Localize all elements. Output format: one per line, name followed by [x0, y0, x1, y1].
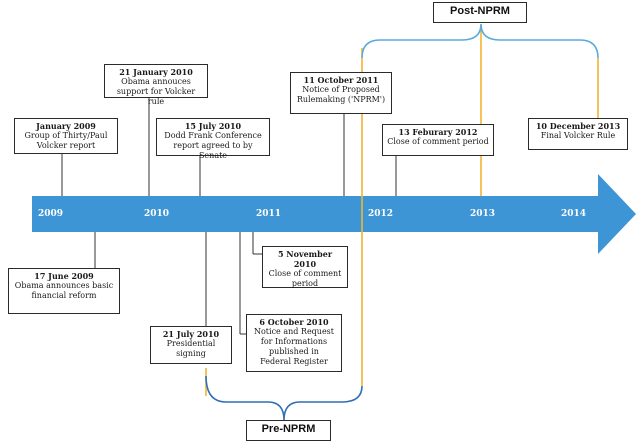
event-date: 11 October 2011	[303, 75, 379, 85]
timeline-arrow	[32, 174, 636, 254]
year-label-2009: 2009	[38, 209, 64, 219]
event-date: 15 July 2010	[184, 121, 242, 131]
year-label-2012: 2012	[368, 209, 394, 219]
event-presidential-signing: 21 July 2010 Presidential signing	[150, 326, 232, 364]
post-nprm-bracket	[361, 23, 599, 59]
event-description: Presidential signing	[166, 339, 216, 358]
event-description: Obama annouces support for Volcker rule	[116, 77, 196, 106]
event-close-comment-2010: 5 November 2010 Close of comment period	[262, 246, 348, 288]
event-description: Notice of Proposed Rulemaking ('NPRM')	[296, 85, 386, 104]
event-description: Group of Thirty/Paul Volcker report	[24, 131, 108, 150]
year-label-2011: 2011	[256, 209, 282, 219]
event-date: January 2009	[36, 121, 96, 131]
event-description: Dodd Frank Conference report agreed to b…	[164, 131, 262, 160]
event-date: 6 October 2010	[259, 317, 329, 327]
event-description: Close of comment period	[387, 137, 489, 146]
event-obama-reform: 17 June 2009 Obama announces basic finan…	[8, 268, 120, 314]
event-date: 21 July 2010	[162, 329, 220, 339]
event-close-comment-2012: 13 Feburary 2012 Close of comment period	[382, 124, 494, 156]
event-date: 13 Feburary 2012	[398, 127, 478, 137]
year-label-2013: 2013	[470, 209, 496, 219]
event-notice-request: 6 October 2010 Notice and Request for In…	[246, 314, 342, 372]
event-group-of-thirty: January 2009 Group of Thirty/Paul Volcke…	[14, 118, 118, 154]
event-date: 5 November 2010	[277, 249, 333, 269]
event-nprm: 11 October 2011 Notice of Proposed Rulem…	[290, 72, 392, 114]
event-obama-volcker: 21 January 2010 Obama annouces support f…	[104, 64, 208, 106]
event-date: 21 January 2010	[119, 67, 193, 77]
event-final-rule: 10 December 2013 Final Volcker Rule	[528, 118, 628, 150]
post-nprm-label: Post-NPRM	[433, 2, 527, 23]
event-description: Obama announces basic financial reform	[14, 281, 114, 300]
event-date: 17 June 2009	[34, 271, 94, 281]
year-label-2014: 2014	[561, 209, 587, 219]
pre-nprm-bracket	[205, 375, 363, 421]
event-description: Notice and Request for Informations publ…	[253, 327, 335, 366]
event-dodd-frank: 15 July 2010 Dodd Frank Conference repor…	[156, 118, 270, 160]
event-date: 10 December 2013	[535, 121, 621, 131]
year-label-2010: 2010	[144, 209, 170, 219]
event-description: Final Volcker Rule	[540, 131, 616, 140]
event-description: Close of comment period	[268, 269, 342, 288]
pre-nprm-label: Pre-NPRM	[246, 420, 331, 441]
